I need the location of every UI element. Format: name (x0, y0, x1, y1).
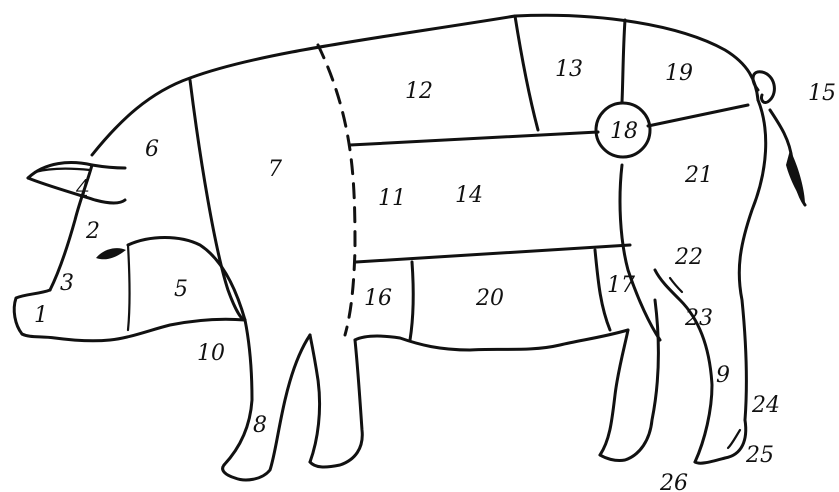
cut-label-13: 13 (555, 57, 583, 82)
cut-label-4: 4 (75, 177, 90, 202)
cut-label-2: 2 (85, 219, 100, 244)
cut-label-24: 24 (751, 393, 780, 418)
cut-label-9: 9 (716, 363, 730, 388)
cut-label-23: 23 (684, 306, 713, 331)
cut-label-1: 1 (34, 303, 48, 328)
cut-lines (128, 16, 748, 340)
cut-label-11: 11 (378, 186, 406, 211)
cut-label-5: 5 (174, 277, 188, 302)
cut-labels: 1 2 3 4 5 6 7 8 9 10 11 12 13 14 15 16 1… (34, 57, 836, 492)
cut-label-18: 18 (610, 119, 638, 144)
cut-label-25: 25 (745, 443, 774, 468)
cut-label-21: 21 (684, 163, 713, 188)
cut-label-15: 15 (808, 81, 836, 106)
cut-label-12: 12 (405, 79, 433, 104)
cut-label-26: 26 (659, 471, 688, 492)
cut-label-19: 19 (665, 61, 693, 86)
cut-label-22: 22 (674, 245, 703, 270)
cut-label-7: 7 (268, 157, 282, 182)
cut-label-16: 16 (364, 286, 392, 311)
cut-label-14: 14 (455, 183, 483, 208)
cut-label-20: 20 (475, 286, 504, 311)
cut-label-3: 3 (60, 271, 74, 296)
cut-label-10: 10 (197, 341, 225, 366)
cut-label-17: 17 (607, 273, 635, 298)
cut-label-6: 6 (145, 137, 159, 162)
cut-label-8: 8 (253, 413, 267, 438)
